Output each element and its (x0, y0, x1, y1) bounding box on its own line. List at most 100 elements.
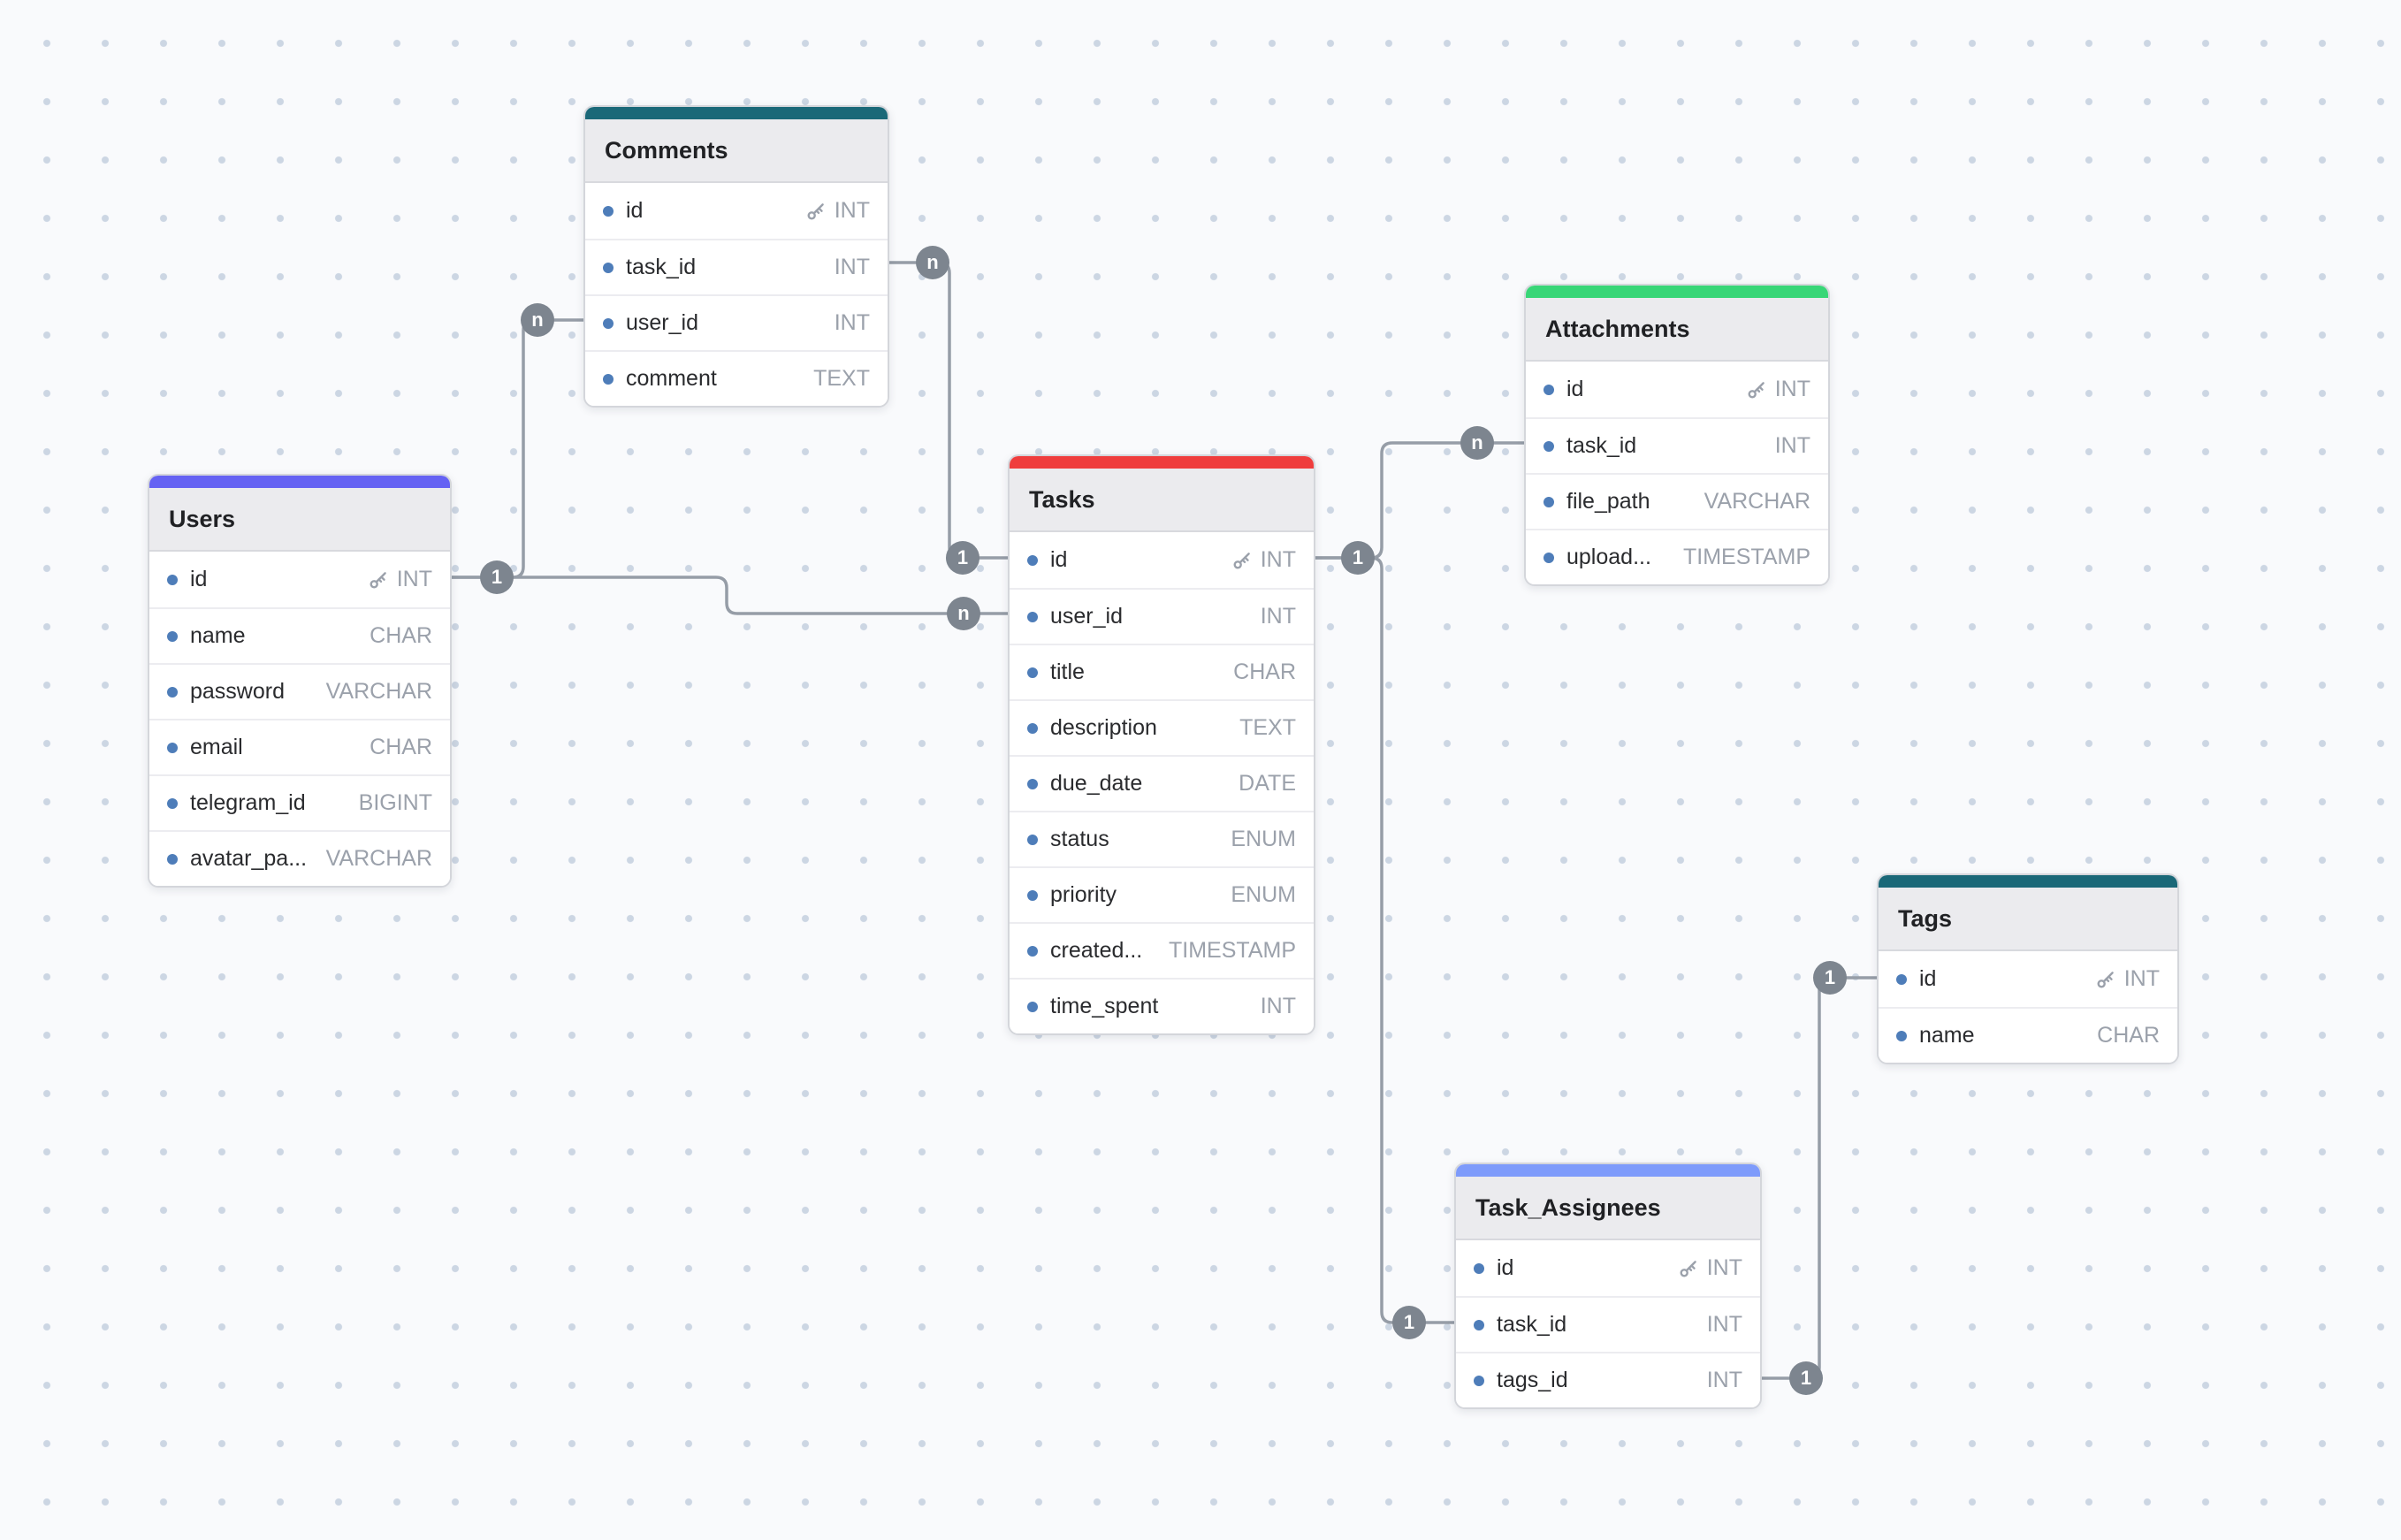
field-type: INT (2095, 966, 2160, 992)
field-bullet-icon (1027, 722, 1038, 734)
primary-key-icon (1748, 381, 1765, 398)
field-type-label: ENUM (1231, 827, 1296, 851)
field-type: DATE (1239, 771, 1296, 797)
field-type-label: INT (834, 198, 870, 223)
field-bullet-icon (167, 742, 178, 753)
field-type: CHAR (2097, 1023, 2160, 1048)
field-type-label: TEXT (813, 366, 870, 391)
table-name: Users (149, 488, 450, 552)
field-row-password[interactable]: password VARCHAR (149, 663, 450, 719)
field-row-avatar_pa[interactable]: avatar_pa...VARCHAR (149, 830, 450, 886)
field-type-label: VARCHAR (1704, 489, 1810, 514)
field-row-due_date[interactable]: due_date DATE (1010, 755, 1314, 811)
field-name: created... (1050, 938, 1143, 963)
field-name: title (1050, 659, 1085, 684)
field-row-name[interactable]: name CHAR (1879, 1007, 2177, 1063)
field-bullet-icon (1027, 778, 1038, 789)
field-type: CHAR (1233, 659, 1296, 685)
field-type-label: CHAR (370, 623, 432, 648)
relationship-line-tasks-to-task-assignees[interactable] (1315, 556, 1454, 1324)
field-type-label: INT (1774, 433, 1810, 458)
field-type-label: VARCHAR (325, 679, 432, 704)
field-type-label: INT (834, 310, 870, 335)
field-type-label: BIGINT (358, 790, 432, 815)
field-row-id[interactable]: id INT (1879, 951, 2177, 1007)
field-row-title[interactable]: title CHAR (1010, 644, 1314, 699)
field-bullet-icon (1027, 889, 1038, 901)
cardinality-badge: n (916, 246, 949, 279)
field-name: id (1566, 377, 1584, 401)
field-name: id (1919, 966, 1937, 991)
table-accent-bar (585, 107, 888, 119)
field-type: TIMESTAMP (1169, 938, 1296, 964)
field-type: INT (1261, 994, 1296, 1019)
cardinality-badge: n (1460, 426, 1494, 460)
cardinality-badge: n (521, 303, 554, 337)
cardinality-badge: 1 (1813, 961, 1847, 995)
field-type-label: CHAR (370, 735, 432, 759)
field-type-label: CHAR (2097, 1023, 2160, 1048)
field-bullet-icon (167, 574, 178, 585)
field-type: INT (835, 255, 870, 280)
field-row-upload[interactable]: upload... TIMESTAMP (1526, 529, 1828, 584)
field-type-label: TIMESTAMP (1683, 545, 1810, 569)
field-name: id (1050, 547, 1068, 572)
field-type-label: INT (1706, 1255, 1742, 1280)
field-bullet-icon (1027, 1001, 1038, 1012)
field-name: tags_id (1497, 1368, 1568, 1392)
relationship-line-tasks-to-attachments[interactable] (1315, 441, 1524, 560)
cardinality-badge: 1 (1341, 541, 1375, 575)
relationship-line-users-to-comments[interactable] (452, 318, 583, 579)
field-bullet-icon (167, 686, 178, 698)
field-name: upload... (1566, 545, 1651, 569)
relationship-line-tags-to-task-assignees[interactable] (1762, 976, 1877, 1380)
field-type: TIMESTAMP (1683, 545, 1810, 570)
field-type-label: INT (1706, 1312, 1742, 1337)
relationship-line-tasks-to-comments[interactable] (889, 261, 1008, 560)
field-name: password (190, 679, 285, 704)
field-type: INT (1707, 1368, 1742, 1393)
table-tags[interactable]: Tags id INT name CHAR (1877, 873, 2179, 1064)
field-name: due_date (1050, 771, 1143, 796)
relationship-line-users-to-tasks[interactable] (452, 576, 1008, 615)
field-type-label: INT (1260, 547, 1296, 572)
table-accent-bar (149, 476, 450, 488)
table-name: Tags (1879, 888, 2177, 951)
field-name: name (1919, 1023, 1975, 1048)
table-accent-bar (1456, 1164, 1760, 1177)
field-row-id[interactable]: id INT (1010, 532, 1314, 588)
field-name: description (1050, 715, 1157, 740)
field-row-tags_id[interactable]: tags_id INT (1456, 1352, 1760, 1407)
field-name: user_id (1050, 604, 1123, 629)
field-type: INT (805, 198, 870, 224)
field-type: ENUM (1231, 882, 1296, 908)
field-bullet-icon (603, 205, 614, 217)
field-type: INT (368, 567, 432, 592)
field-type-label: VARCHAR (325, 846, 432, 871)
field-row-created[interactable]: created... TIMESTAMP (1010, 922, 1314, 978)
